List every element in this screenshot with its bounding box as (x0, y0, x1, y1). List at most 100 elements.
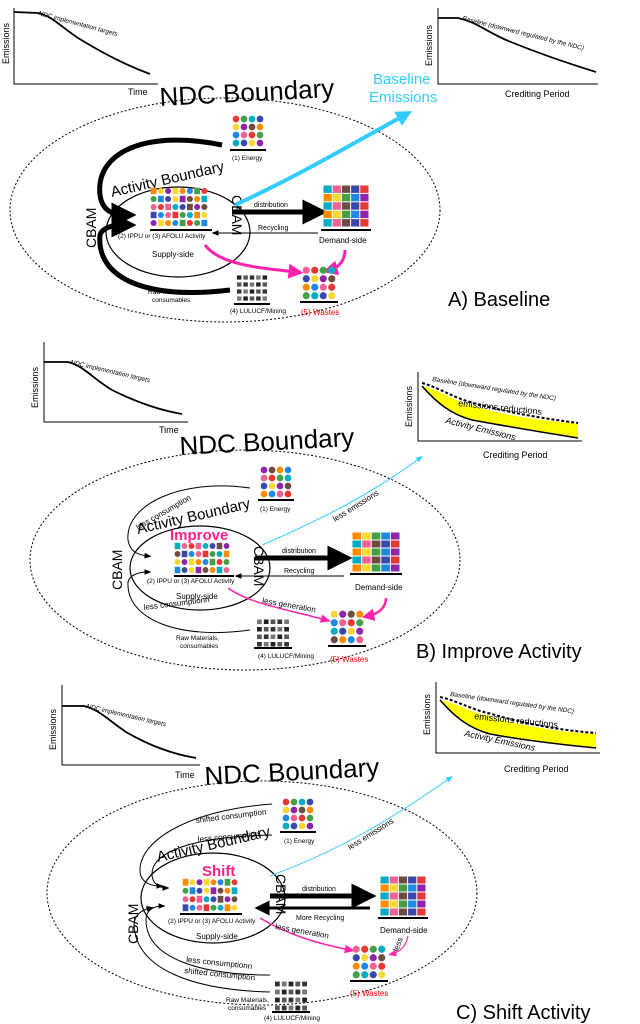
icon-tile (369, 962, 377, 970)
icon-tile (339, 636, 347, 644)
raw-materials-label: consumables (180, 643, 219, 650)
icon-tile (157, 219, 164, 227)
icon-tile (179, 195, 186, 203)
icon-tile (224, 896, 231, 903)
icon-tile (277, 627, 283, 632)
demand-side-label: Demand-side (380, 926, 428, 935)
icon-tile (268, 482, 276, 490)
icon-tile (150, 219, 157, 227)
icon-tile (270, 634, 276, 639)
icon-tile (311, 292, 319, 300)
icon-tile (390, 556, 400, 564)
icon-tile (361, 962, 369, 970)
icon-tile (390, 564, 400, 572)
icon-tile (172, 195, 179, 203)
icon-tile (209, 543, 216, 549)
reduction-area (440, 700, 596, 748)
icon-tile (276, 482, 284, 490)
energy-label: (1) Energy (260, 506, 291, 513)
icon-tile (319, 283, 327, 291)
icon-tile (284, 482, 292, 490)
icon-tile (288, 997, 294, 1003)
icon-tile (165, 219, 172, 227)
supply-side-label: Supply-side (176, 592, 218, 601)
icon-tile (201, 219, 208, 227)
icon-tile (328, 266, 336, 274)
icon-tile (284, 474, 292, 482)
icon-tile (360, 219, 369, 227)
icon-tile (181, 550, 188, 558)
icon-tile (216, 566, 223, 574)
icon-tile (360, 210, 369, 219)
icon-tile (339, 627, 347, 635)
icon-tile (332, 193, 341, 202)
icon-tile (362, 532, 371, 540)
icon-tile (165, 203, 172, 211)
icon-tile (195, 551, 202, 557)
icon-tile (311, 283, 319, 291)
icon-tile (352, 556, 362, 564)
icon-tile (398, 892, 408, 900)
icon-tile (243, 275, 248, 280)
icon-tile (157, 187, 164, 195)
icon-tile (150, 211, 157, 219)
icon-tile (201, 195, 208, 203)
icon-tile (260, 474, 268, 482)
wastes-label: (5) Wastes (350, 989, 388, 998)
icon-tile (202, 567, 209, 573)
ippu-afolu-icon (182, 878, 238, 912)
icon-tile (352, 548, 362, 556)
ndc-targets-chart: Emissions Time NDC implementation target… (48, 685, 200, 780)
less-generation-label: less generation (262, 596, 317, 614)
chart-xlabel: Time (159, 425, 179, 435)
icon-tile (295, 1005, 301, 1011)
shifted-consumption-label: shifted consumption (195, 807, 267, 825)
icon-tile (217, 895, 224, 903)
icon-tile (257, 642, 262, 647)
icon-tile (330, 627, 338, 635)
ndc-boundary-label: NDC Boundary (159, 73, 335, 112)
icon-tile (352, 962, 360, 970)
cbam-label-left: CBAM (109, 550, 125, 590)
cbam-arc-bottom (97, 212, 231, 295)
icon-tile (356, 636, 364, 644)
icon-tile (217, 879, 224, 886)
icon-tile (223, 567, 230, 573)
cbam-arc-top (97, 137, 223, 228)
icon-tile (277, 634, 283, 639)
icon-tile (369, 971, 377, 979)
icon-tile (275, 981, 280, 987)
icon-tile (298, 806, 306, 814)
chart-xlabel: Crediting Period (505, 89, 570, 99)
icon-tile (288, 981, 294, 987)
raw-materials-label: consumables (152, 297, 191, 304)
icon-tile (281, 989, 287, 995)
icon-tile (224, 904, 231, 912)
icon-tile (216, 559, 223, 565)
icon-tile (201, 211, 208, 219)
icon-tile (417, 900, 426, 908)
cbam-label-right: CBAM (251, 546, 267, 586)
chart-annotation: NDC implementation targets (37, 10, 118, 38)
icon-tile (341, 219, 351, 227)
icon-tile (243, 282, 248, 287)
icon-tile (249, 289, 255, 294)
icon-tile (417, 884, 426, 892)
icon-tile (341, 185, 351, 193)
icon-tile (172, 211, 179, 219)
icon-tile (202, 550, 209, 558)
supply-side-label: Supply-side (196, 932, 238, 941)
icon-tile (263, 634, 269, 639)
icon-tile (223, 543, 230, 549)
ippu-label: (2) IPPU or (3) AFOLU Activity (168, 918, 256, 925)
energy-label: (1) Energy (284, 838, 315, 845)
lulucf-mining-icon (275, 981, 307, 1011)
icon-tile (223, 550, 230, 558)
icon-tile (210, 896, 217, 903)
icon-tile (179, 211, 186, 219)
icon-tile (319, 292, 327, 300)
icon-tile (262, 282, 268, 287)
icon-tile (240, 139, 248, 147)
lulucf-mining-icon (257, 619, 289, 647)
